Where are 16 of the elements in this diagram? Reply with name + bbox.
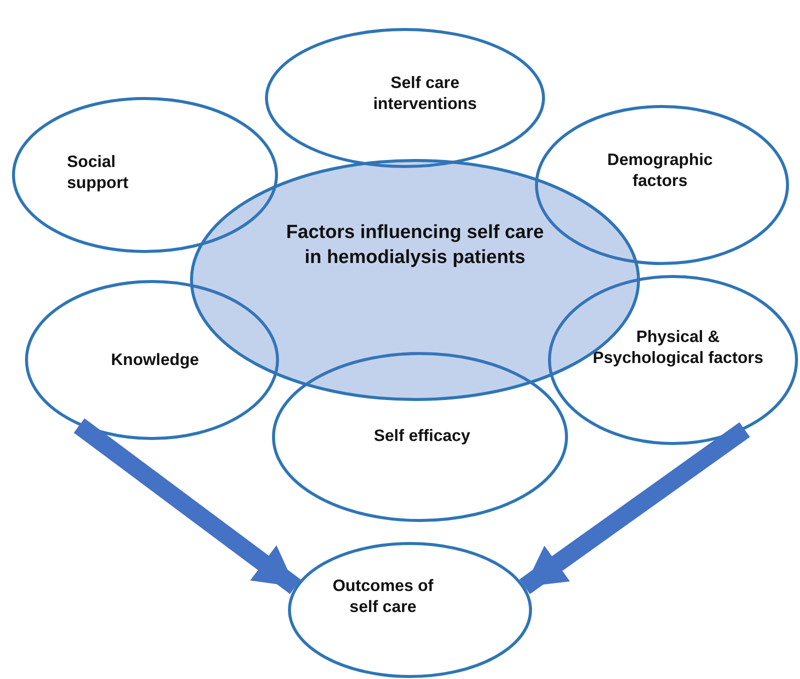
ellipse-node: [12, 97, 278, 253]
node-label: Knowledge: [110, 350, 200, 371]
ellipse-node: [272, 352, 568, 522]
ellipse-node: [25, 280, 279, 440]
ellipse-node: [288, 542, 532, 678]
block-arrow: [74, 418, 301, 594]
node-label: Demographic factors: [606, 150, 714, 192]
node-label: Self care interventions: [372, 73, 478, 116]
node-label: Outcomes of self care: [332, 576, 434, 618]
node-label: Factors influencing self care in hemodialysis patients: [285, 221, 545, 270]
block-arrow: [519, 422, 750, 594]
node-label: Physical & Psychological factors: [592, 327, 764, 370]
ellipse-node: [265, 28, 545, 168]
node-label: Self efficacy: [372, 426, 472, 447]
node-label: Social support: [67, 152, 130, 194]
ellipse-node: [548, 275, 798, 445]
